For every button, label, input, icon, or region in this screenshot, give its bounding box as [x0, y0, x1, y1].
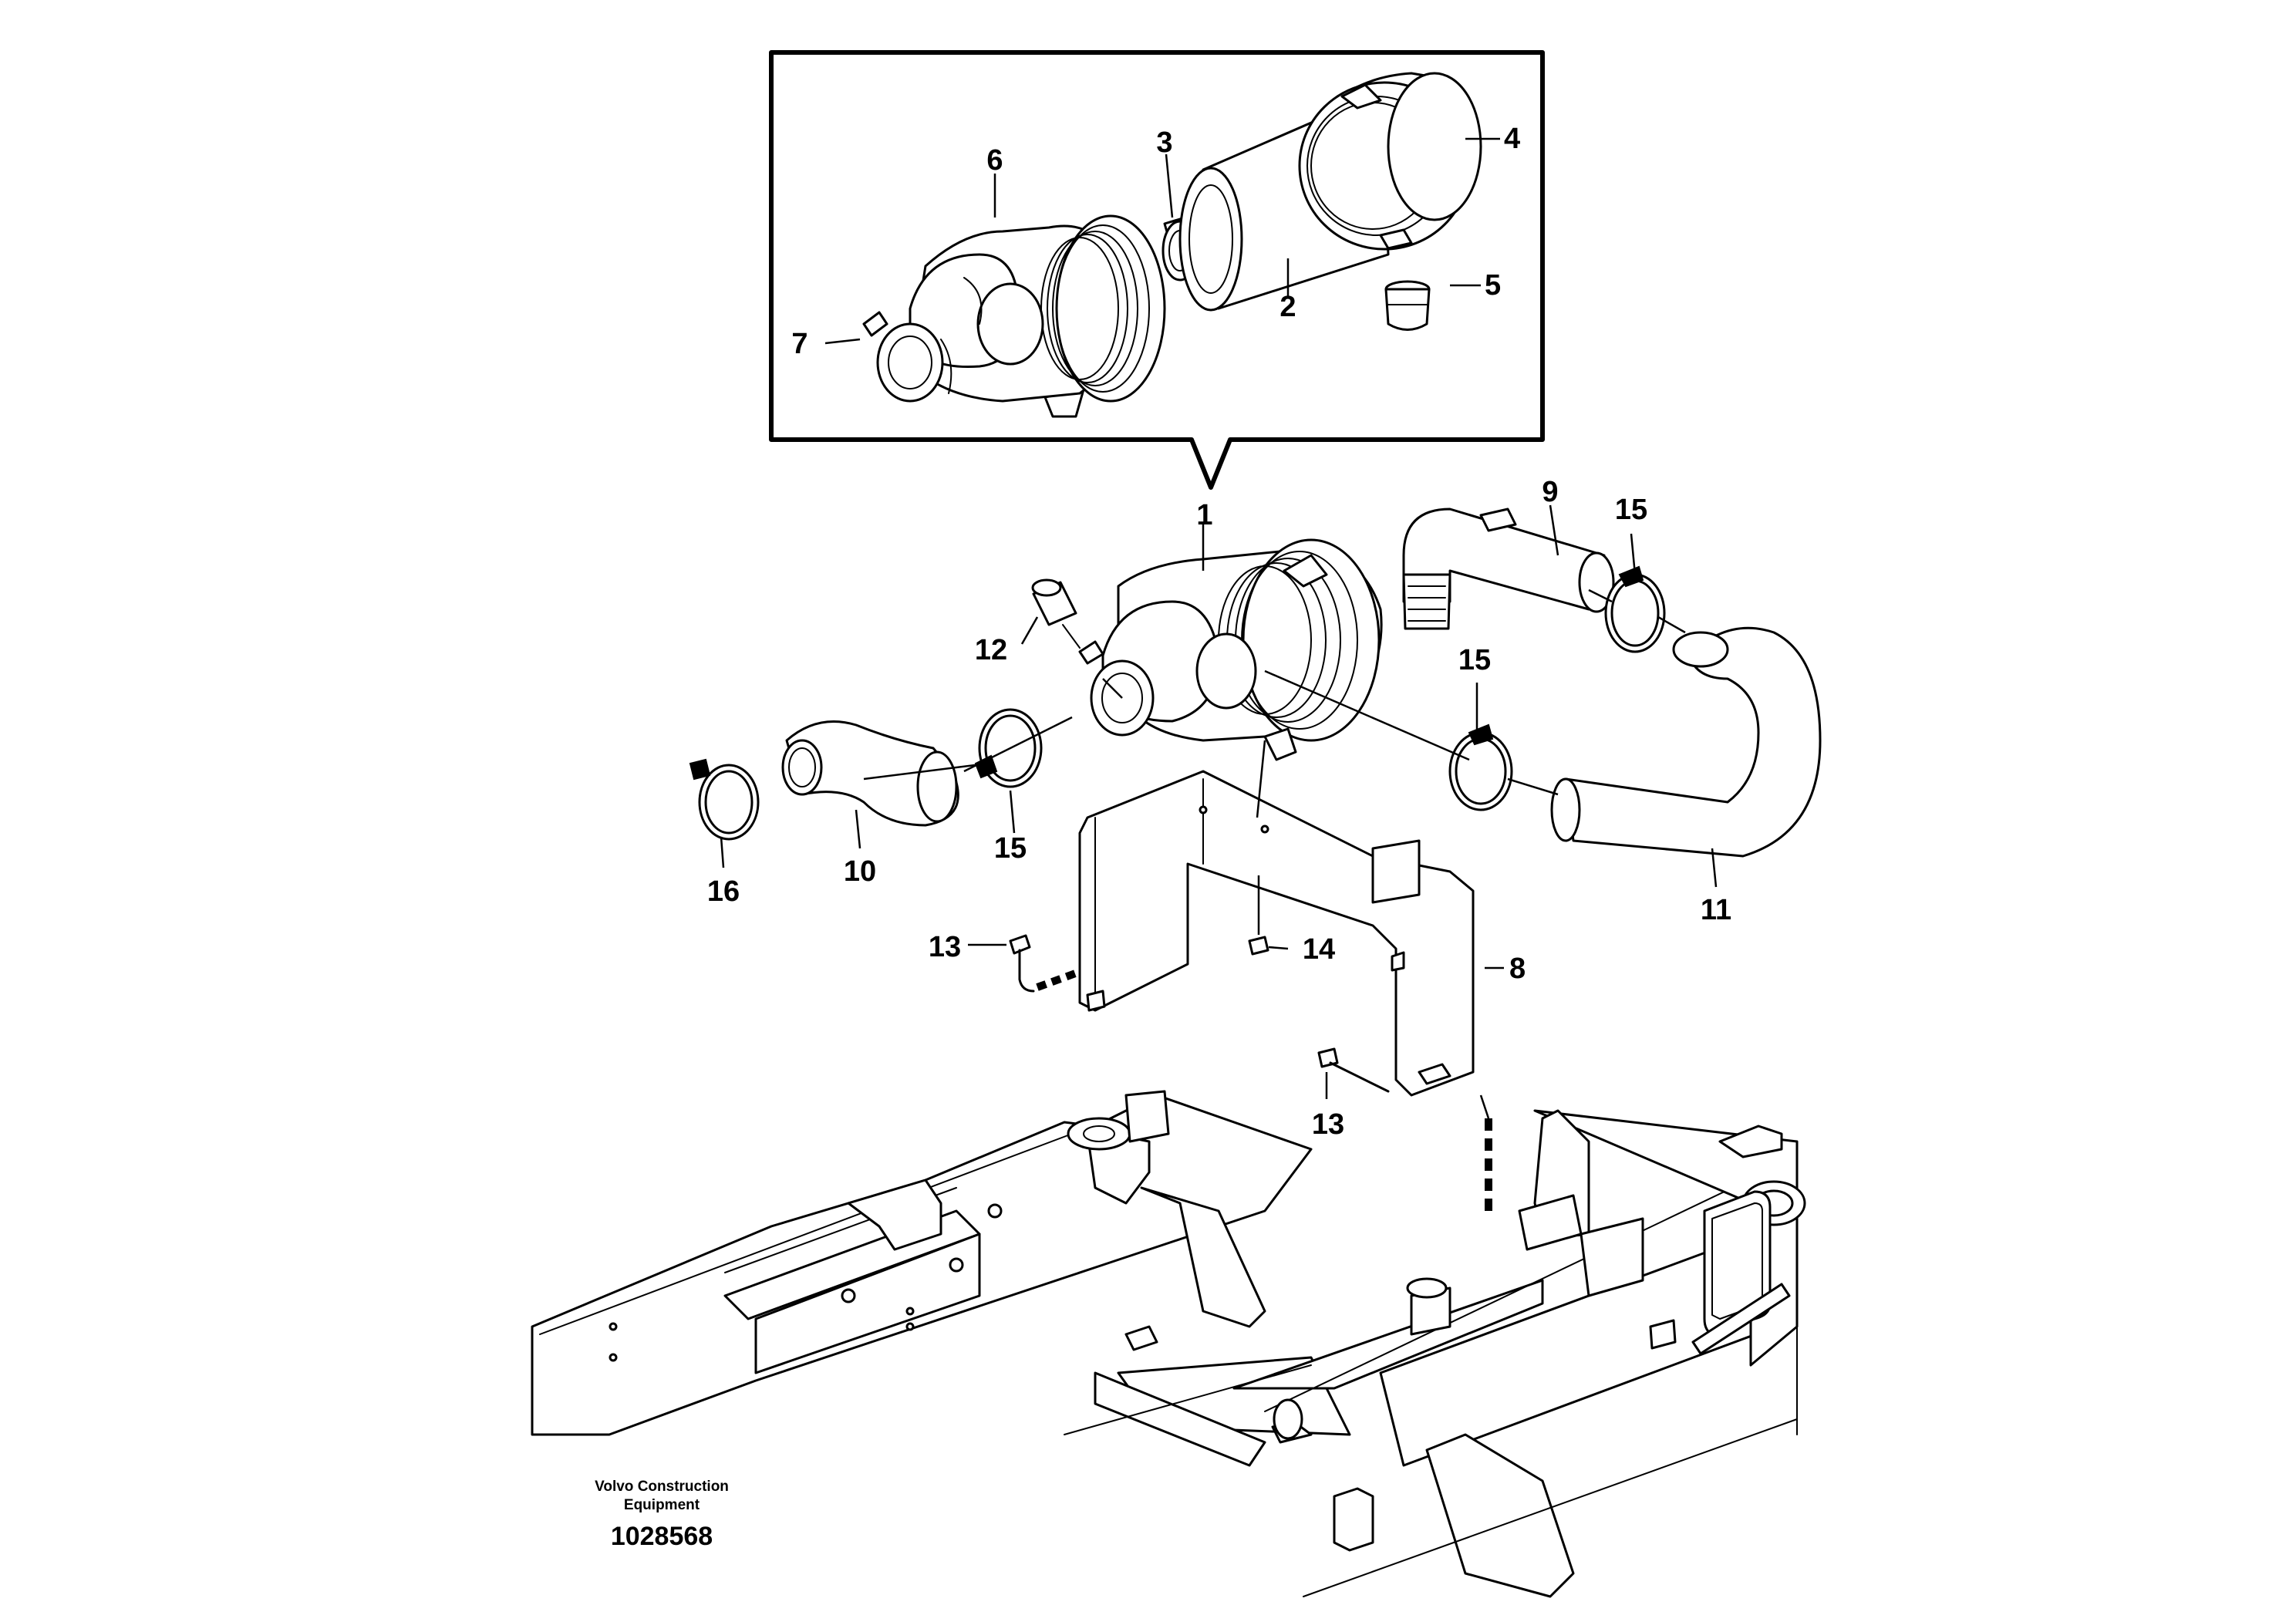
main-assembly: [689, 504, 1822, 1211]
callout-14: 14: [1303, 933, 1335, 966]
callout-5: 5: [1485, 269, 1501, 302]
callout-15-left: 15: [994, 832, 1027, 865]
air-filter-housing: [862, 214, 1166, 418]
bolt-13-left: [1009, 934, 1081, 993]
detail-inset: [769, 50, 1545, 490]
bolt-13-right: [1317, 1047, 1390, 1093]
bolt-14: [1248, 875, 1269, 956]
hose-clamp-middle: [1448, 723, 1513, 811]
callout-11: 11: [1701, 894, 1731, 926]
air-filter-assembly: [1078, 538, 1383, 761]
callout-2: 2: [1279, 291, 1296, 323]
callout-9: 9: [1542, 476, 1558, 508]
callout-3: 3: [1156, 126, 1172, 159]
vacuator-valve: [1384, 280, 1431, 331]
callout-1: 1: [1196, 499, 1212, 531]
callout-12: 12: [975, 634, 1007, 666]
callout-8: 8: [1509, 953, 1526, 985]
callout-10: 10: [844, 855, 876, 888]
callout-15-upper: 15: [1615, 494, 1647, 526]
company-name-line1: Volvo Construction: [595, 1479, 729, 1495]
machine-frame: [531, 1090, 1806, 1598]
intake-hose-large: [1550, 626, 1822, 858]
pre-cleaner-pipe: [1402, 508, 1615, 630]
drawing-footer: Volvo Construction Equipment 1028568: [595, 1479, 729, 1551]
callout-15-middle: 15: [1458, 644, 1491, 676]
callout-6: 6: [986, 144, 1003, 177]
callout-13-left: 13: [929, 931, 961, 963]
callout-labels: 1 2 3 4 5 6 7 8 9 10 11 12 13 13 14 15 1…: [707, 123, 1731, 1141]
mounting-bracket: [1078, 770, 1475, 1097]
callout-13-right: 13: [1312, 1108, 1344, 1141]
drawing-number: 1028568: [611, 1522, 713, 1551]
company-name-line2: Equipment: [624, 1497, 700, 1513]
filter-cover: [1298, 72, 1482, 251]
hose-clamp-upper: [1604, 565, 1666, 653]
callout-7: 7: [791, 328, 807, 360]
hose-clamp-16: [689, 758, 760, 841]
callout-16: 16: [707, 875, 740, 908]
restriction-indicator: [1031, 578, 1081, 649]
intake-hose-elbow: [781, 720, 959, 827]
callout-4: 4: [1504, 123, 1520, 155]
